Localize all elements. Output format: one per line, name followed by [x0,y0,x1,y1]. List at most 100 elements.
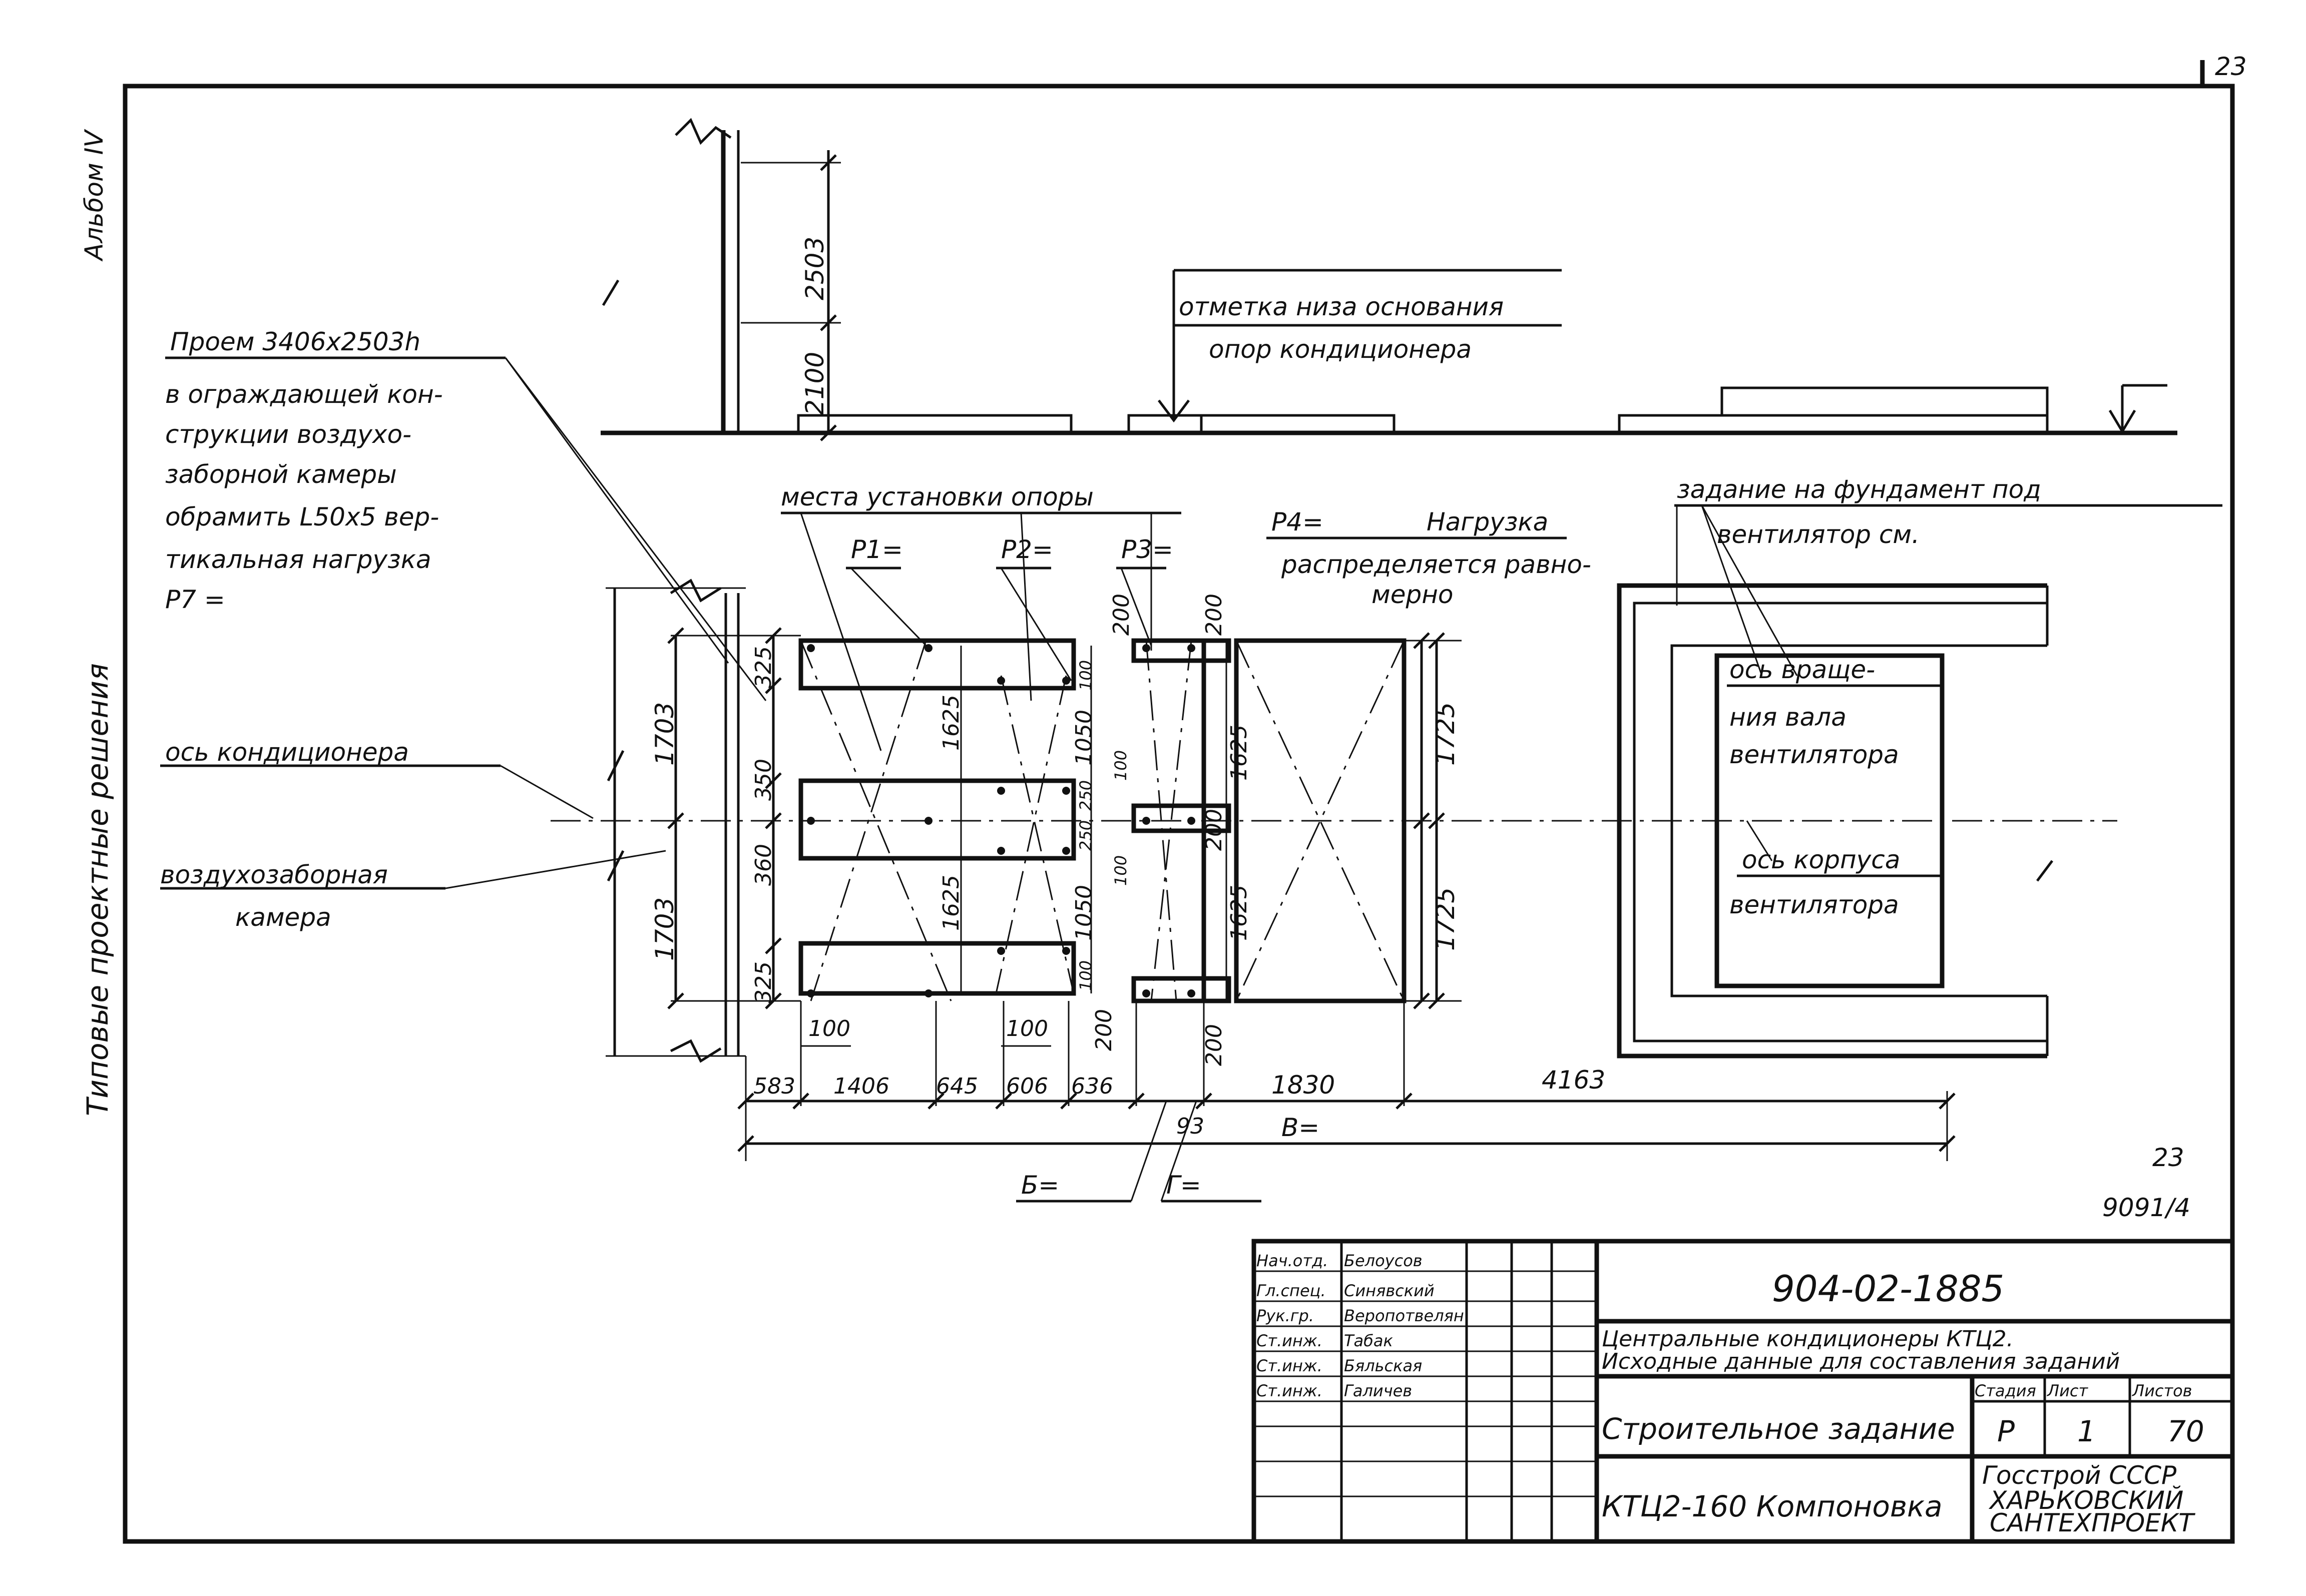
fan-foundation [1617,504,2222,1058]
name-6: Галичев [1344,1381,1412,1400]
dim-360: 360 [751,844,776,886]
plan-view [160,579,2117,1203]
role-1: Нач.отд. [1256,1251,1328,1270]
dim-100-f: 100 [1006,1016,1048,1041]
stage-value: Р [1997,1414,2015,1448]
dim-1830: 1830 [1271,1071,1335,1100]
name-1: Белоусов [1344,1251,1423,1270]
dim-200-a: 200 [1109,594,1134,636]
opening-note-line-6: тикальная нагрузка [165,545,431,574]
dim-250-a: 250 [1076,780,1095,811]
dim-200-d: 200 [1091,1009,1117,1051]
air-chamber-label-2: камера [235,903,331,932]
name-4: Табак [1344,1331,1394,1350]
support-place-label: места установки опоры [781,482,1094,511]
doc-name: Строительное задание [1602,1412,1955,1446]
role-6: Ст.инж. [1256,1381,1322,1400]
shaft-axis-label-2: ния вала [1729,703,1847,732]
load-label-1: Нагрузка [1427,507,1548,537]
shaft-axis-label-3: вентилятора [1729,740,1899,769]
dim-583: 583 [753,1074,795,1099]
description-line-1: Центральные кондиционеры КТЦ2. [1602,1326,2014,1352]
dim-1625-c: 1625 [1226,725,1252,781]
dim-645: 645 [936,1074,978,1099]
sheet-ref-number: 23 [2152,1143,2184,1172]
opening-note-line-4: заборной камеры [165,460,397,489]
role-2: Гл.спец. [1256,1281,1326,1300]
org-line-2: ХАРЬКОВСКИЙ [1988,1485,2183,1515]
stage-header: Стадия [1975,1381,2036,1400]
sheet-header: Лист [2047,1381,2088,1400]
layout-name: КТЦ2-160 Компоновка [1602,1489,1943,1523]
series-label: Типовые проектные решения [81,663,115,1116]
conditioner-axis-label: ось кондиционера [165,738,409,767]
dim-100-c: 100 [1076,960,1095,991]
title-code: 904-02-1885 [1772,1268,2004,1310]
dim-100-b: 100 [1111,750,1130,781]
dim-1625-a: 1625 [939,695,964,751]
fan-task-label-1: задание на фундамент под [1677,475,2041,504]
load-label-3: мерно [1371,580,1454,609]
support-base-label-1: отметка низа основания [1179,292,1504,321]
fan-task-label-2: вентилятор см. [1717,520,1920,549]
v-label: В= [1281,1113,1319,1142]
dim-250-b: 250 [1076,820,1095,851]
dim-350: 350 [751,759,776,801]
dim-1703-lower: 1703 [650,897,679,961]
name-2: Синявский [1344,1281,1435,1300]
opening-note-line-3: струкции воздухо- [165,420,411,449]
dim-200-c: 200 [1201,809,1227,851]
page-number: 23 [2215,52,2247,81]
air-chamber-label-1: воздухозаборная [160,860,388,889]
dim-325-lower: 325 [751,961,776,1003]
p2-label: P2= [1001,535,1053,564]
album-label: Альбом IV [80,129,109,262]
name-5: Бяльская [1344,1356,1422,1375]
dim-1625-b: 1625 [939,875,964,931]
dim-200-b: 200 [1201,594,1227,636]
body-axis-label-2: вентилятора [1729,890,1899,919]
opening-note-line-5: обрамить L50х5 вер- [165,502,439,531]
p4-label: P4= [1271,507,1323,537]
sheet-ref-code: 9091/4 [2102,1193,2190,1222]
support-base-label-2: опор кондиционера [1209,335,1472,364]
p3-label: P3= [1121,535,1173,564]
org-line-3: САНТЕХПРОЕКТ [1990,1508,2195,1537]
dim-636: 636 [1071,1074,1113,1099]
description-line-2: Исходные данные для составления заданий [1602,1349,2120,1374]
dim-93: 93 [1176,1114,1204,1139]
sheet-frame [123,60,2235,1544]
opening-note-line-2: в ограждающей кон- [165,380,443,409]
opening-note-line-7: P7 = [165,585,225,614]
dim-1050-a: 1050 [1071,710,1097,766]
dim-606: 606 [1006,1074,1048,1099]
dim-2100: 2100 [800,352,829,415]
dim-100-d: 100 [1111,855,1130,886]
g-label: Г= [1166,1171,1201,1200]
load-label-2: распределяется равно- [1281,550,1591,579]
bolt-points [807,644,1195,997]
dim-325-upper: 325 [751,646,776,688]
org-line-1: Госстрой СССР [1982,1461,2177,1490]
p1-label: P1= [851,535,903,564]
shaft-axis-label-1: ось враще- [1729,655,1875,684]
title-block [1251,1239,2235,1544]
elevation-view [601,118,2177,441]
dim-200-e: 200 [1201,1024,1227,1066]
dim-1406: 1406 [833,1074,889,1099]
body-axis-label-1: ось корпуса [1742,845,1900,874]
opening-note-line-1: Проем 3406х2503h [170,327,420,356]
dim-100-a: 100 [1076,660,1095,691]
sheets-header: Листов [2132,1381,2192,1400]
dim-1050-b: 1050 [1071,885,1097,941]
dim-4163: 4163 [1542,1066,1605,1095]
role-4: Ст.инж. [1256,1331,1322,1350]
sheets-value: 70 [2167,1414,2204,1448]
dim-1725-upper: 1725 [1431,702,1460,766]
dim-1703-upper: 1703 [650,702,679,766]
dim-100-e: 100 [808,1016,850,1041]
sheet-value: 1 [2077,1414,2096,1448]
role-3: Рук.гр. [1256,1306,1314,1325]
dim-2503: 2503 [800,237,829,300]
